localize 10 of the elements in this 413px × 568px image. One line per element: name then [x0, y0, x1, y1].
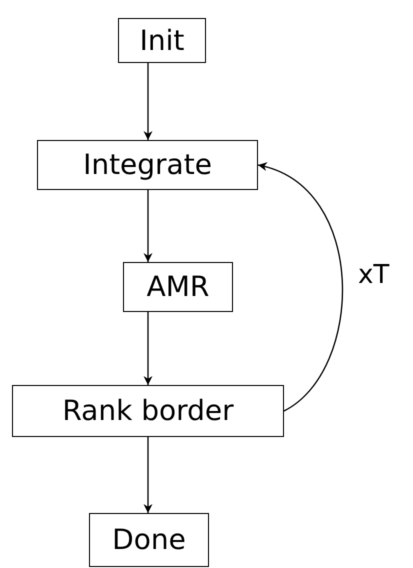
process-box: Done: [89, 513, 209, 567]
arrow: [144, 437, 152, 513]
arrow: [144, 312, 152, 385]
process-box: Integrate: [37, 140, 258, 190]
arrow: [258, 164, 343, 412]
process-box: Init: [118, 18, 206, 63]
arrow: [144, 190, 152, 262]
process-box: Rank border: [12, 385, 284, 437]
arrow: [144, 63, 152, 140]
process-box: AMR: [123, 262, 233, 312]
